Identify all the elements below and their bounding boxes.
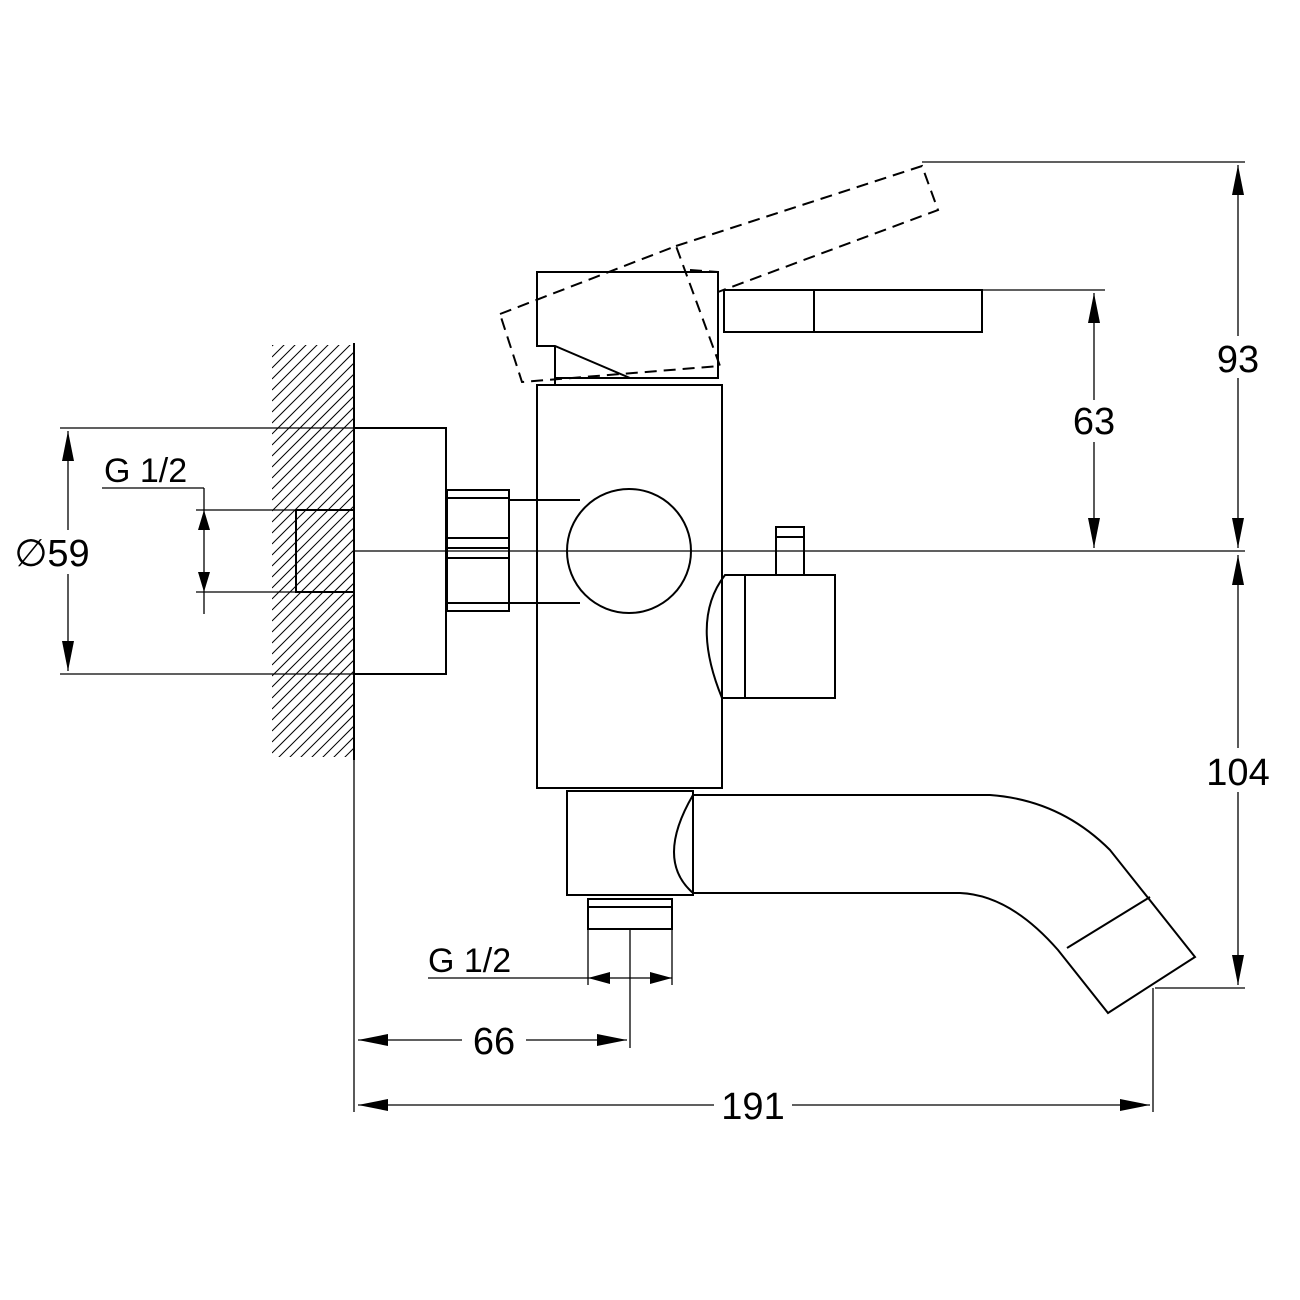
hatch-line — [272, 828, 362, 918]
hatch-line — [272, 795, 362, 885]
hatch-line — [272, 604, 354, 688]
hatch-line — [272, 516, 354, 600]
label-63: 63 — [1073, 401, 1115, 443]
hatch-line — [272, 560, 354, 644]
dimension-flange-diameter: ∅59 — [12, 427, 354, 675]
hatch-line — [272, 373, 354, 457]
hatch-line — [272, 751, 362, 841]
hatch-line — [322, 725, 354, 757]
label-inlet-thread: G 1/2 — [104, 452, 187, 490]
hatch-line — [272, 670, 354, 754]
hatch-line — [272, 784, 362, 874]
hatch-line — [272, 345, 285, 358]
hatch-line — [272, 406, 354, 490]
label-191: 191 — [721, 1086, 784, 1128]
hatch-line — [272, 417, 354, 501]
hatch-line — [272, 345, 296, 369]
label-66: 66 — [473, 1021, 515, 1063]
hatch-line — [272, 345, 329, 402]
hatch-line — [272, 345, 340, 413]
hatch-line — [272, 773, 362, 863]
hatch-line — [272, 659, 354, 743]
hatch-line — [272, 483, 354, 567]
label-outlet-thread: G 1/2 — [428, 942, 511, 980]
hatch-line — [272, 615, 354, 699]
lever-raised-dashed — [498, 164, 940, 384]
hex-nut — [446, 489, 510, 612]
hatch-line — [272, 245, 362, 335]
dimension-outlet-offset: 66 — [358, 929, 631, 1063]
hatch-line — [272, 538, 354, 622]
hatch-line — [272, 428, 354, 512]
hatch-line — [272, 461, 354, 545]
hatch-line — [272, 439, 354, 523]
hatch-line — [333, 736, 354, 757]
hatch-line — [272, 593, 354, 677]
diverter-knob — [705, 526, 836, 699]
hatch-line — [344, 747, 354, 757]
hatch-line — [272, 362, 354, 446]
dimension-projection: 191 — [353, 760, 1154, 1128]
hatch-line — [272, 450, 354, 534]
hatch-line — [289, 692, 354, 757]
hatch-line — [272, 494, 354, 578]
hatch-line — [272, 345, 274, 347]
hatch-line — [272, 351, 354, 435]
lever-handle — [536, 271, 983, 385]
hatch-line — [300, 703, 354, 757]
hatch-line — [272, 527, 354, 611]
dimension-inlet-thread: G 1/2 — [102, 452, 296, 614]
hatch-line — [272, 648, 354, 732]
hatch-line — [272, 505, 354, 589]
dimension-height-spout: 104 — [1155, 555, 1276, 989]
hatch-line — [272, 345, 307, 380]
hatch-line — [272, 345, 351, 424]
dimension-height-lever: 63 — [982, 289, 1124, 548]
hatch-line — [272, 582, 354, 666]
valve-body — [536, 384, 723, 789]
hatch-line — [272, 637, 354, 721]
wall-hatch — [272, 245, 362, 929]
hatch-line — [272, 817, 362, 907]
spout — [566, 790, 1197, 1015]
hatch-line — [272, 384, 354, 468]
dimension-height-total: 93 — [922, 161, 1268, 548]
hatch-line — [311, 714, 354, 757]
label-93: 93 — [1217, 339, 1259, 381]
dimension-outlet-thread: G 1/2 — [428, 929, 673, 985]
hatch-line — [272, 626, 354, 710]
hatch-line — [272, 806, 362, 896]
hatch-line — [278, 681, 354, 757]
label-diameter-59: ∅59 — [14, 533, 89, 575]
hatch-line — [272, 345, 318, 391]
hatch-line — [272, 395, 354, 479]
connector-arm — [509, 499, 580, 604]
hatch-line — [272, 839, 362, 929]
hatch-line — [272, 549, 354, 633]
hatch-line — [272, 571, 354, 655]
label-104: 104 — [1206, 752, 1269, 794]
hatch-line — [272, 762, 362, 852]
